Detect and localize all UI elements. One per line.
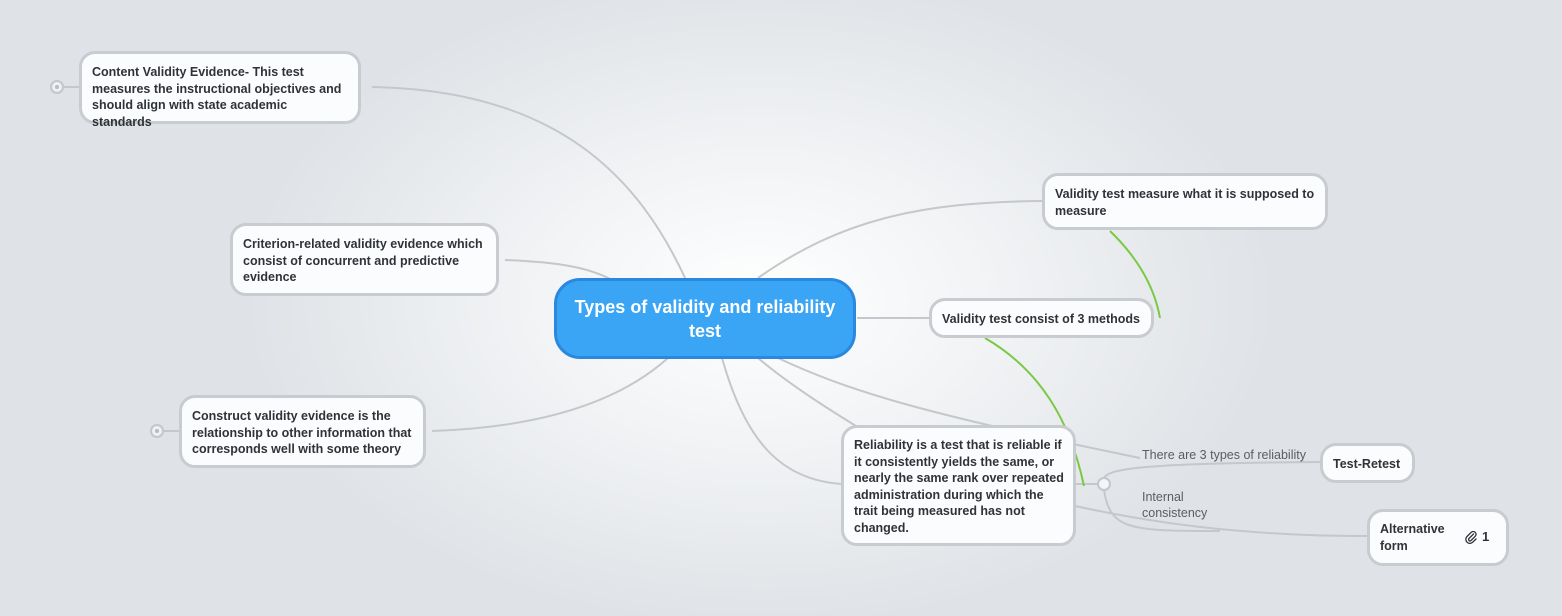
link-content-validity	[371, 86, 687, 281]
collapse-dot	[55, 85, 59, 89]
collapse-toggle-icon[interactable]	[50, 80, 64, 94]
link-validity-definition	[757, 200, 1043, 279]
label-three-types: There are 3 types of reliability	[1142, 448, 1306, 462]
link-reliability-top	[757, 357, 857, 427]
node-test-retest[interactable]: Test-Retest	[1320, 443, 1415, 483]
relation-definition-methods	[1109, 230, 1161, 319]
node-criterion-validity[interactable]: Criterion-related validity evidence whic…	[230, 223, 499, 296]
link-construct-validity	[431, 357, 669, 432]
link-reliability-left	[721, 357, 843, 485]
node-content-validity[interactable]: Content Validity Evidence- This test mea…	[79, 51, 361, 129]
link-to-alternative-form	[1074, 505, 1369, 537]
branch-junction	[1097, 477, 1111, 491]
node-alternative-form[interactable]: Alternative form 1	[1367, 509, 1509, 566]
node-validity-definition[interactable]: Validity test measure what it is suppose…	[1042, 173, 1328, 230]
label-internal-consistency: Internal consistency	[1142, 490, 1208, 520]
link-criterion-validity	[504, 259, 613, 281]
central-topic[interactable]: Types of validity and reliability test	[554, 278, 856, 359]
node-alternative-form-label: Alternative form	[1380, 522, 1445, 553]
collapse-dot	[155, 429, 159, 433]
attachment-count: 1	[1482, 529, 1490, 544]
paperclip-icon	[1465, 531, 1477, 545]
node-construct-validity[interactable]: Construct validity evidence is the relat…	[179, 395, 426, 468]
node-reliability-definition[interactable]: Reliability is a test that is reliable i…	[841, 425, 1076, 546]
collapse-toggle-icon[interactable]	[150, 424, 164, 438]
link-junction-test-retest	[1103, 461, 1322, 479]
node-validity-methods[interactable]: Validity test consist of 3 methods	[929, 298, 1154, 338]
attachment-indicator[interactable]: 1	[1464, 529, 1489, 546]
relation-methods-reliability	[984, 337, 1085, 487]
link-junction-internal	[1103, 489, 1221, 532]
